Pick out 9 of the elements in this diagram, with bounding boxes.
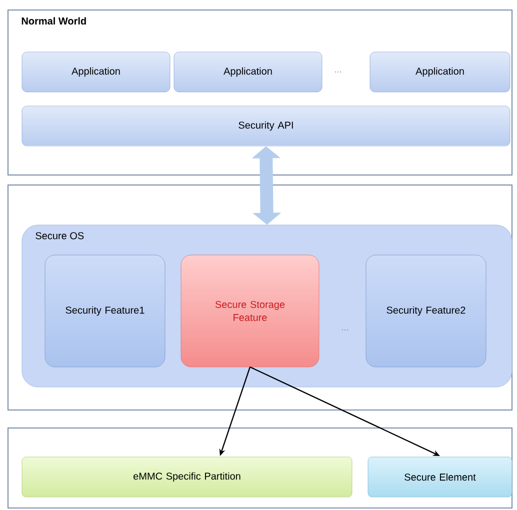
feature-box: Security Feature2 [366, 254, 486, 368]
storage-box: Secure Element [368, 456, 512, 498]
feature-box: Security Feature1 [44, 254, 166, 368]
component-box: Security API [22, 106, 510, 146]
feature-box: Secure Storage Feature [180, 254, 320, 368]
storage-box: eMMC Specific Partition [22, 456, 352, 498]
component-box: Application [174, 52, 322, 92]
component-box: Application [22, 52, 170, 92]
component-box: Application [370, 52, 510, 92]
